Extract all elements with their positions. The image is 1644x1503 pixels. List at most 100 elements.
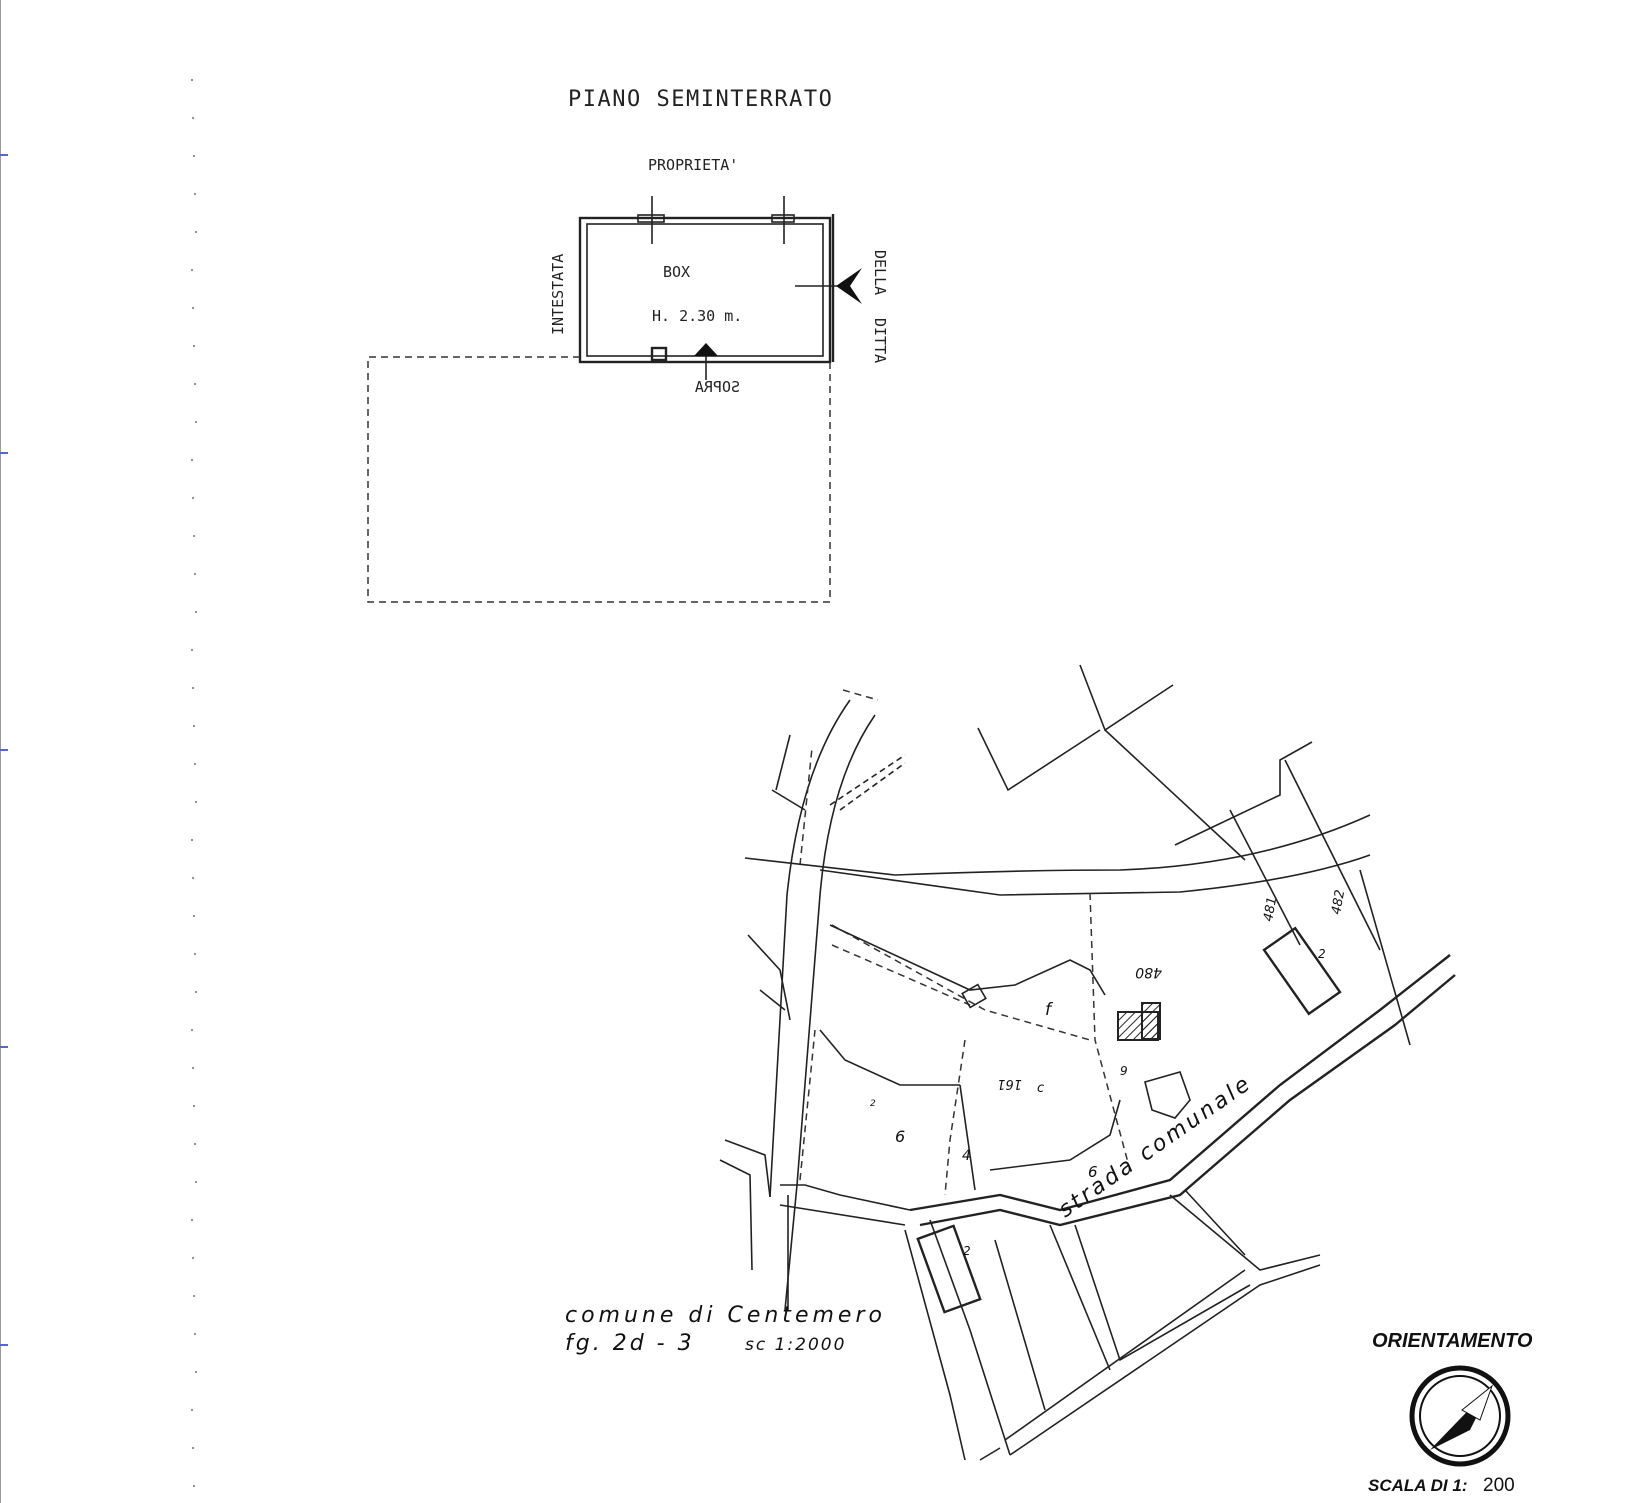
road-dashed	[799, 747, 813, 866]
floor-plan: PIANO SEMINTERRATO PROPRIETA' BOX H. 2.3…	[367, 87, 889, 603]
scan-dot	[190, 458, 194, 462]
path-line	[775, 734, 791, 791]
parcel-number: 2	[1318, 947, 1326, 961]
scan-dot	[190, 1028, 194, 1032]
parcel-number: 481	[1261, 896, 1280, 923]
boundary-dashed	[842, 689, 879, 701]
road-ew-south-edge	[819, 854, 1371, 896]
parcel-number: 4	[962, 1148, 971, 1164]
scan-dot	[190, 268, 194, 272]
field-boundary	[1284, 759, 1381, 951]
parcel-dashed	[944, 1039, 966, 1196]
parcel-number: 6	[1088, 1163, 1098, 1181]
lane-hatch	[829, 754, 906, 806]
map-caption-line1: comune di Centemero	[565, 1303, 886, 1328]
parcel-number: 482	[1329, 889, 1348, 916]
parcel-number: 161	[997, 1076, 1022, 1091]
box-inner-wall	[586, 223, 824, 357]
scan-dot	[191, 1446, 195, 1450]
lane-line	[1009, 1264, 1321, 1456]
lane-line	[1074, 1224, 1251, 1362]
parcel-number: 2	[963, 1244, 971, 1258]
scan-dot	[190, 1408, 194, 1412]
scan-dot	[194, 800, 198, 804]
field-boundary	[977, 727, 1101, 792]
box-outer-wall	[578, 216, 832, 364]
lane-line	[929, 1219, 1011, 1456]
lane-line	[1184, 1189, 1246, 1256]
scale-value: 200	[1483, 1475, 1515, 1496]
building-small	[961, 983, 987, 1009]
cadastral-map: 481 482 480 161 f c 9 6 4 6 2 2 2 strada…	[565, 664, 1456, 1461]
orientation-title: ORIENTAMENTO	[1372, 1330, 1533, 1352]
field-boundary	[780, 1184, 911, 1211]
scan-dots	[190, 78, 198, 1488]
scan-dot	[191, 116, 195, 120]
lane-line	[979, 1447, 1001, 1461]
label-della: DELLA	[871, 250, 889, 295]
scan-dot	[191, 1256, 195, 1260]
parcel-number: 6	[895, 1127, 905, 1146]
scan-dot	[194, 230, 198, 234]
strada-comunale-south-edge	[919, 974, 1456, 1227]
parcel-dashed	[799, 1029, 816, 1181]
scan-dot	[193, 1142, 197, 1146]
building-rect	[1262, 926, 1342, 1016]
entrance-arrow-bottom-icon	[694, 343, 718, 356]
label-intestata: INTESTATA	[549, 254, 567, 335]
parcel-boundary	[829, 924, 1106, 996]
parcel-dashed	[831, 924, 1091, 1041]
window-mark	[637, 214, 665, 223]
window-mark	[771, 214, 795, 223]
orientation-block: ORIENTAMENTO SCALA DI 1: 200	[1368, 1330, 1533, 1496]
parcel-boundary	[959, 1084, 976, 1191]
parcel-boundary	[989, 1099, 1121, 1171]
lane-line	[1169, 1194, 1321, 1271]
scan-dot	[194, 420, 198, 424]
field-boundary	[1079, 664, 1174, 732]
field-boundary	[1104, 729, 1246, 861]
label-sopra: SOPRA	[695, 378, 740, 396]
lane-line	[1049, 1224, 1111, 1371]
building-hatched	[1141, 1002, 1161, 1040]
parcel-number: 480	[1135, 964, 1162, 980]
scan-dot	[192, 154, 196, 158]
lane-line	[1004, 1269, 1246, 1441]
field-boundary	[759, 989, 786, 1011]
scan-dot	[193, 192, 197, 196]
field-boundary	[1359, 869, 1411, 1046]
scan-dot	[192, 1104, 196, 1108]
lane-line	[904, 1229, 966, 1461]
scan-dot	[192, 534, 196, 538]
scan-dot	[190, 838, 194, 842]
parcel-dashed	[831, 944, 971, 1006]
scan-dot	[190, 648, 194, 652]
field-boundary	[1229, 809, 1301, 946]
label-ditta: DITTA	[871, 318, 889, 363]
scan-dot	[191, 686, 195, 690]
scan-dot	[192, 1484, 196, 1488]
field-boundary	[779, 1204, 906, 1226]
field-boundary	[1174, 741, 1313, 846]
parcel-number: c	[1037, 1081, 1044, 1096]
scan-dot	[192, 344, 196, 348]
parcel-boundary	[819, 1029, 960, 1086]
scan-dot	[192, 914, 196, 918]
lane-line	[994, 1239, 1046, 1411]
scan-dot	[191, 496, 195, 500]
lane-hatch	[839, 762, 906, 811]
scan-dot	[194, 990, 198, 994]
path-line	[771, 789, 806, 811]
scan-dot	[193, 952, 197, 956]
scan-dot	[190, 1218, 194, 1222]
field-boundary	[719, 1159, 753, 1271]
map-caption-sheet: fg. 2d - 3	[565, 1331, 695, 1356]
building-rect	[916, 1224, 982, 1314]
scan-dot	[194, 610, 198, 614]
compass-north-arrow-icon	[1409, 1365, 1511, 1467]
binding-marks	[0, 0, 8, 1503]
parcel-number: f	[1045, 1000, 1054, 1020]
floor-drain	[650, 346, 668, 362]
parcel-dashed	[1089, 892, 1131, 1171]
building-outline	[1144, 1071, 1191, 1119]
